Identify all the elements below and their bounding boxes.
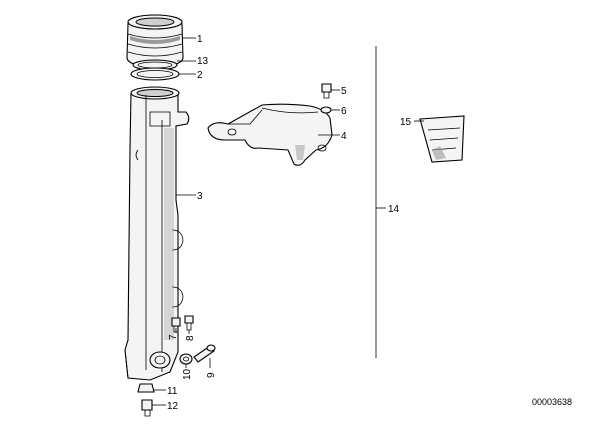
document-number: 00003638	[532, 397, 572, 407]
callout-8: 8	[185, 335, 196, 341]
callout-4: 4	[341, 131, 347, 142]
fork-cap-part	[126, 14, 184, 68]
callout-6: 6	[341, 106, 347, 117]
callout-1: 1	[197, 34, 203, 45]
callout-9: 9	[206, 372, 217, 378]
screw-part-12	[141, 399, 153, 417]
callout-11: 11	[167, 386, 178, 397]
bolt-part-8	[184, 315, 194, 331]
nut-part-11	[137, 383, 155, 393]
fork-bridge-part	[207, 103, 333, 166]
fork-slider-part	[124, 86, 190, 381]
callout-labels: 1 13 2 3 5 6 4 15 14 7 8 10 9 11 12	[167, 34, 412, 412]
screw-part-5	[321, 83, 332, 99]
callout-2: 2	[197, 70, 203, 81]
callout-12: 12	[167, 401, 179, 412]
kit-bracket-14	[375, 46, 386, 358]
callout-13: 13	[197, 56, 209, 67]
washer-part-10	[179, 353, 193, 365]
callout-10: 10	[182, 368, 193, 380]
axle-bolt-part-9	[193, 344, 216, 363]
callout-7: 7	[168, 334, 179, 340]
washer-part-6	[320, 106, 332, 114]
callout-15: 15	[400, 117, 412, 128]
leader-lines	[152, 37, 424, 406]
label-sticker-part	[419, 115, 465, 163]
ring-part-2	[130, 67, 180, 81]
callout-14: 14	[388, 204, 400, 215]
callout-3: 3	[197, 191, 203, 202]
callout-5: 5	[341, 86, 347, 97]
